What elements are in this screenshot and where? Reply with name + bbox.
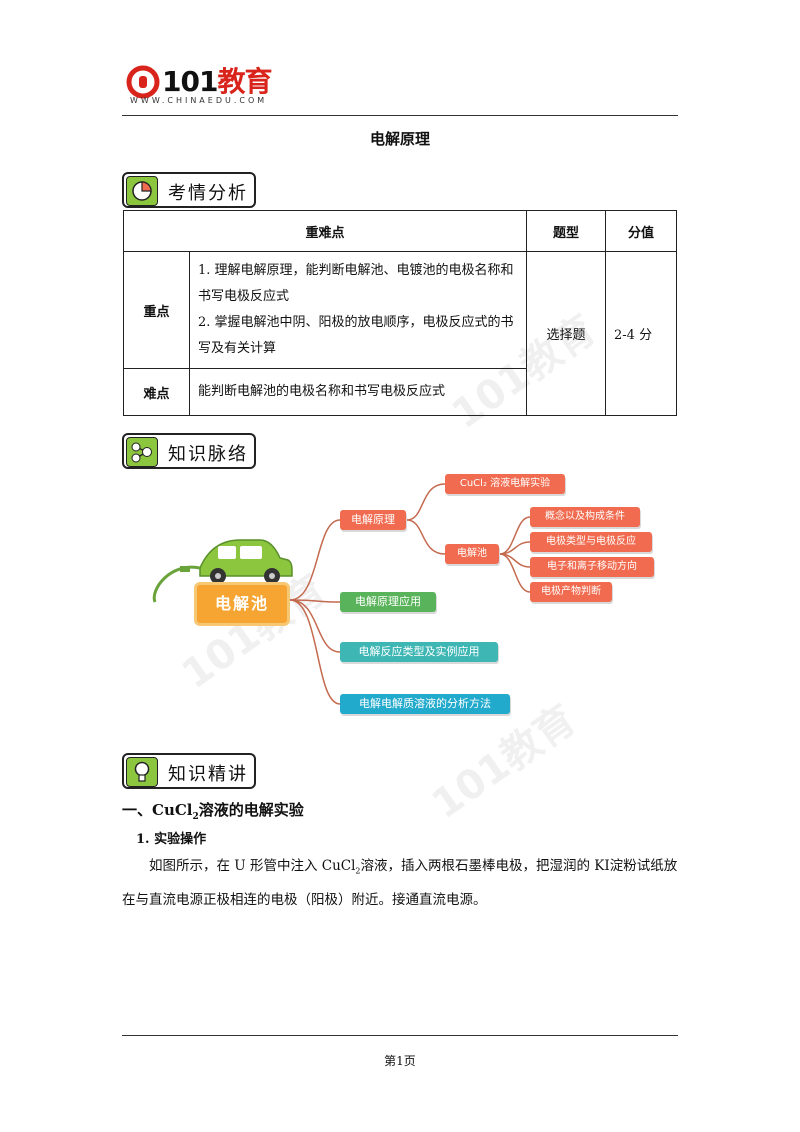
table-cell: 1. 理解电解原理，能判断电解池、电镀池的电极名称和书写电极反应式 2. 掌握电… — [189, 251, 527, 369]
section-label: 知识脉络 — [168, 444, 248, 465]
row-label: 难点 — [123, 368, 190, 416]
analysis-table: 重难点 题型 分值 重点 1. 理解电解原理，能判断电解池、电镀池的电极名称和书… — [123, 210, 677, 416]
mind-map-node: 电极类型与电极反应 — [530, 532, 652, 552]
list-item: 1. 理解电解原理，能判断电解池、电镀池的电极名称和书写电极反应式 — [198, 263, 514, 304]
section-header-analysis: 考情分析 — [122, 172, 256, 208]
mind-map-node: 电极产物判断 — [530, 582, 612, 602]
mind-map-connectors — [152, 483, 531, 705]
subsection-heading: 1. 实验操作 — [136, 832, 207, 847]
mind-map-node: 电解反应类型及实例应用 — [340, 642, 498, 662]
table-header: 重难点 — [123, 210, 527, 252]
mind-map-node: 电解原理 — [340, 510, 406, 530]
mind-map-node: 概念以及构成条件 — [530, 507, 640, 527]
list-item: 2. 掌握电解池中阴、阳极的放电顺序，电极反应式的书写及有关计算 — [198, 315, 514, 356]
mind-map: 电解池 电解原理 电解原理应用 电解反应类型及实例应用 电解电解质溶液的分析方法… — [120, 470, 680, 730]
mind-map-node: 电子和离子移动方向 — [530, 557, 654, 577]
section-header-map: 知识脉络 — [122, 433, 256, 469]
mind-map-node: 电解电解质溶液的分析方法 — [340, 694, 510, 714]
table-header: 题型 — [526, 210, 606, 252]
table-header: 分值 — [605, 210, 677, 252]
paragraph: 如图所示，在 U 形管中注入 CuCl2溶液，插入两根石墨棒电极，把湿润的 KI… — [122, 858, 678, 908]
section-label: 考情分析 — [168, 183, 248, 204]
section-heading: 一、CuCl2溶液的电解实验 — [122, 801, 304, 822]
logo-url: WWW.CHINAEDU.COM — [130, 96, 268, 105]
row-label: 重点 — [123, 251, 190, 369]
lightbulb-icon — [126, 757, 158, 787]
table-cell: 能判断电解池的电极名称和书写电极反应式 — [189, 368, 527, 416]
mind-map-node: 电解池 — [445, 544, 499, 564]
question-type: 选择题 — [526, 251, 606, 416]
mind-map-node: CuCl₂ 溶液电解实验 — [445, 474, 565, 494]
mind-map-center: 电解池 — [194, 582, 290, 626]
logo-icon — [126, 65, 160, 99]
section-label: 知识精讲 — [168, 764, 248, 785]
page-title: 电解原理 — [369, 130, 430, 148]
section-header-detail: 知识精讲 — [122, 753, 256, 789]
pie-chart-icon — [126, 176, 158, 206]
logo-text: 101教育 — [162, 65, 272, 98]
footer-divider — [122, 1035, 678, 1036]
page-number: 第1页 — [384, 1054, 416, 1068]
header-divider — [122, 115, 678, 116]
molecule-icon — [126, 437, 158, 467]
mind-map-node: 电解原理应用 — [340, 592, 436, 612]
score-value: 2-4 分 — [605, 251, 677, 416]
